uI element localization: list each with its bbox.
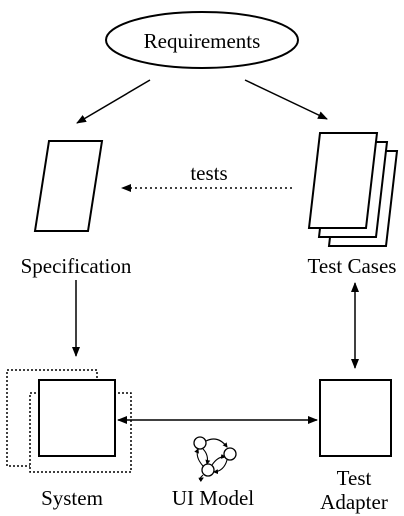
tests-label: tests (190, 161, 227, 185)
ui-model-transition-top-right (205, 438, 228, 448)
test-adapter-box (319, 379, 392, 457)
test-adapter-label-line1: Test (337, 466, 372, 490)
test-cases-node: Test Cases (307, 132, 399, 278)
ui-model-transition-bottom-top (194, 448, 204, 467)
ui-model-state-right (223, 447, 237, 461)
ui-model-transition-bottom-right (211, 453, 226, 466)
arrow-requirements-to-test-cases (244, 79, 328, 120)
test-case-page-1 (307, 132, 379, 229)
test-cases-label: Test Cases (308, 254, 397, 278)
ui-model-icon (193, 436, 237, 483)
requirements-ellipse (105, 11, 299, 69)
ui-model-state-top (193, 436, 207, 450)
specification-node: Specification (21, 140, 132, 278)
ui-model-label: UI Model (172, 486, 254, 510)
specification-label: Specification (21, 254, 132, 278)
requirements-node: Requirements (105, 11, 299, 69)
system-node: System (6, 369, 132, 510)
ui-model-transition-right-bottom (213, 459, 228, 475)
system-label: System (41, 486, 103, 510)
test-adapter-node: Test Adapter (319, 379, 392, 514)
ui-model-self-loop (198, 474, 204, 483)
ui-model-state-bottom (201, 463, 215, 477)
requirements-label: Requirements (144, 29, 261, 53)
system-box (38, 379, 116, 457)
specification-shape (33, 140, 104, 232)
arrow-requirements-to-specification (76, 79, 151, 124)
ui-model-transition-top-bottom (202, 448, 211, 465)
test-adapter-label-line2: Adapter (320, 490, 388, 514)
